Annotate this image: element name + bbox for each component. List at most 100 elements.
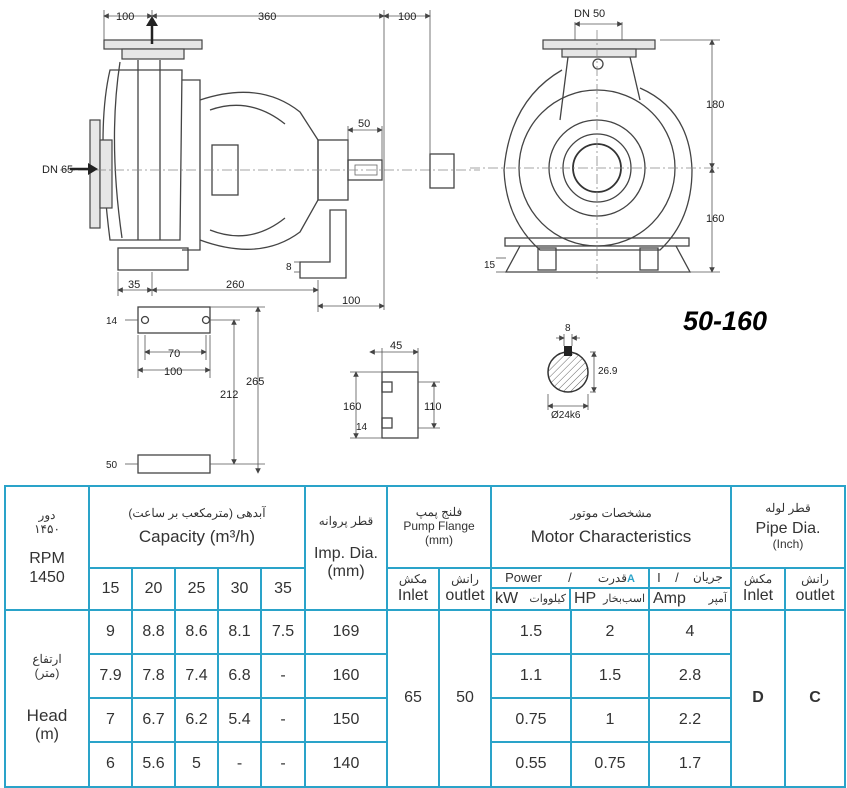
- table-row: 7.9 7.8 7.4 6.8 - 160 1.1 1.5 2.8: [5, 653, 845, 699]
- kw-fa: کیلووات: [529, 592, 566, 605]
- pipe-inlet-value: D: [730, 609, 786, 788]
- dim-180: 180: [706, 99, 724, 111]
- imp-header: قطر پروانه Imp. Dia. (mm): [304, 485, 388, 611]
- flange-inlet-value: 65: [386, 609, 440, 788]
- pipe-outlet-header: رانش outlet: [783, 567, 847, 611]
- hp-cell: 1: [570, 697, 650, 743]
- spec-table: دور ۱۴۵۰ RPM 1450 آبدهی (مترمکعب بر ساعت…: [4, 485, 847, 788]
- pipe-inlet-en: Inlet: [742, 586, 774, 604]
- q-cell: 6.8: [217, 653, 262, 699]
- shaft-key-section: 8 26.9 Ø24k6: [547, 323, 618, 421]
- dim-8: 8: [286, 262, 292, 273]
- q-cell: 5: [174, 741, 219, 788]
- dim-160-right: 160: [706, 213, 724, 225]
- q-cell: 7.8: [131, 653, 176, 699]
- dim-dn-inlet: DN 65: [42, 164, 73, 176]
- q-cell: -: [260, 697, 306, 743]
- amp-cell: 1.7: [648, 741, 732, 788]
- dim-base-212: 212: [220, 389, 238, 401]
- hp-en: HP: [574, 589, 597, 607]
- motor-header: مشخصات موتور Motor Characteristics: [490, 485, 732, 569]
- dim-foot-45: 45: [390, 340, 402, 352]
- dim-key-26-9: 26.9: [598, 366, 618, 377]
- power-badge: A: [626, 572, 635, 585]
- q-cell: 5.4: [217, 697, 262, 743]
- pipe-outlet-fa: رانش: [801, 571, 829, 586]
- amp-header: Amp آمپر: [650, 589, 730, 609]
- pipe-header: قطر لوله Pipe Dia. (Inch): [729, 485, 847, 569]
- dim-360: 360: [258, 11, 276, 23]
- model-number: 50-160: [683, 306, 768, 336]
- rpm-fa-label: دور: [38, 507, 56, 522]
- dim-base-265: 265: [246, 376, 264, 388]
- q-cell: 7.5: [260, 609, 306, 655]
- outlet-fa: رانش: [451, 571, 479, 586]
- capacity-en: Capacity (m³/h): [138, 527, 256, 547]
- dim-key-dia: Ø24k6: [551, 410, 581, 421]
- amp-en: Amp: [653, 589, 686, 607]
- q-cell: 5.6: [131, 741, 176, 788]
- dim-foot-110: 110: [424, 401, 442, 413]
- dim-dn-outlet: DN 50: [574, 8, 605, 20]
- capacity-col-1: 15: [88, 567, 133, 611]
- base-plate-detail: 14 70 100 212 265 50: [106, 306, 265, 474]
- q-cell: 6.2: [174, 697, 219, 743]
- dim-35: 35: [128, 279, 140, 291]
- imp-en: Imp. Dia.: [313, 544, 378, 562]
- hp-cell: 0.75: [570, 741, 650, 788]
- dim-foot-14: 14: [356, 422, 368, 433]
- dim-100-bottom: 100: [342, 295, 360, 307]
- hp-fa: اسب‌بخار: [603, 592, 645, 605]
- pipe-inlet-header: مکش Inlet: [730, 567, 786, 611]
- flange-outlet-value: 50: [438, 609, 492, 788]
- dim-shaft-50: 50: [358, 118, 370, 130]
- head-unit: (m): [35, 725, 59, 743]
- foot-detail: 45 160 110 14: [343, 340, 442, 439]
- amp-cell: 2.8: [648, 653, 732, 699]
- flange-header: فلنج پمپ Pump Flange (mm): [386, 485, 492, 569]
- rpm-value: 1450: [29, 568, 65, 586]
- q-cell: -: [260, 741, 306, 788]
- q-cell: 9: [88, 609, 133, 655]
- pipe-inlet-fa: مکش: [743, 571, 773, 586]
- amp-cell: 2.2: [648, 697, 732, 743]
- imp-cell: 150: [304, 697, 388, 743]
- head-cell: ارتفاع (متر) Head (m): [4, 609, 90, 788]
- dim-260: 260: [226, 279, 244, 291]
- current-fa: جریان: [692, 570, 723, 585]
- dim-15: 15: [484, 260, 496, 271]
- power-fa: قدرت: [597, 570, 627, 585]
- imp-cell: 169: [304, 609, 388, 655]
- motor-en: Motor Characteristics: [530, 527, 692, 547]
- kw-cell: 0.75: [490, 697, 572, 743]
- pump-side-view: [60, 16, 480, 279]
- head-en: Head: [26, 706, 68, 726]
- pump-front-view: [470, 30, 720, 282]
- kw-cell: 1.5: [490, 609, 572, 655]
- imp-unit: (mm): [327, 562, 365, 580]
- head-fa: ارتفاع: [32, 651, 62, 666]
- kw-cell: 0.55: [490, 741, 572, 788]
- power-slash: /: [568, 569, 572, 585]
- imp-cell: 140: [304, 741, 388, 788]
- amp-cell: 4: [648, 609, 732, 655]
- q-cell: 7.4: [174, 653, 219, 699]
- capacity-fa: آبدهی (مترمکعب بر ساعت): [128, 506, 266, 521]
- power-header: Power / قدرتA kW کیلووات HP اسب‌بخار: [490, 567, 650, 611]
- kw-cell: 1.1: [490, 653, 572, 699]
- pipe-outlet-en: outlet: [795, 586, 835, 604]
- imp-fa: قطر پروانه: [318, 513, 374, 528]
- pipe-outlet-value: C: [783, 609, 847, 788]
- table-row: ارتفاع (متر) Head (m) 9 8.8 8.6 8.1 7.5 …: [4, 609, 847, 788]
- q-cell: 8.6: [174, 609, 219, 655]
- q-cell: 7.9: [88, 653, 133, 699]
- pipe-en: Pipe Dia.: [755, 519, 821, 537]
- hp-cell: 2: [570, 609, 650, 655]
- dim-base-100: 100: [164, 366, 182, 378]
- dim-base-50: 50: [106, 460, 118, 471]
- power-en: Power: [505, 569, 542, 585]
- dim-100-right: 100: [398, 11, 416, 23]
- rpm-fa-value: ۱۴۵۰: [34, 521, 60, 536]
- table-row: 7 6.7 6.2 5.4 - 150 0.75 1 2.2: [5, 697, 845, 743]
- dim-base-70: 70: [168, 348, 180, 360]
